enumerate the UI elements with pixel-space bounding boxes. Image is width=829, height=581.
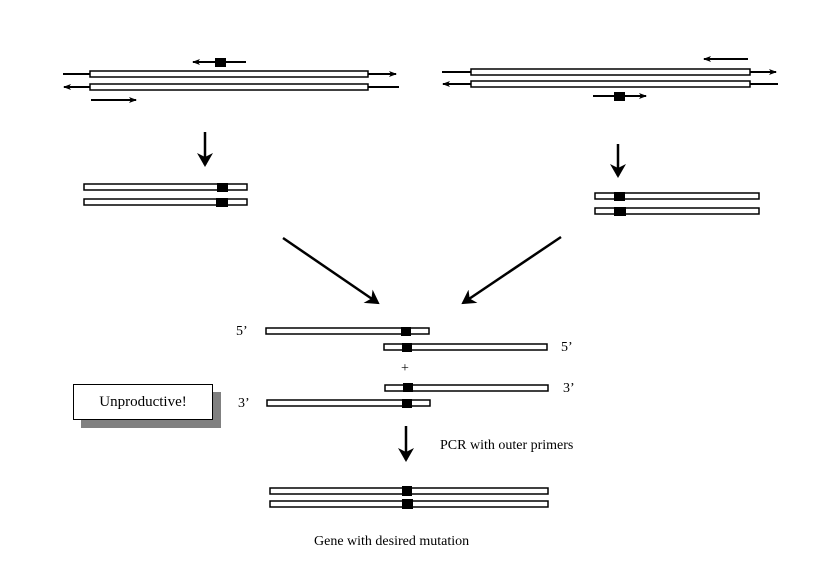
mutation-marker (215, 58, 226, 67)
converge-arrow-left (282, 236, 380, 305)
mutation-marker (402, 399, 412, 408)
annealed-strands: 5’ 5’ + 3’ 3’ (236, 324, 575, 411)
mutation-marker (614, 92, 625, 101)
strand (83, 183, 248, 191)
pcr-step-label: PCR with outer primers (440, 438, 573, 453)
mutation-marker (402, 499, 413, 509)
mutation-marker (402, 343, 412, 352)
three-prime-label-right: 3’ (563, 381, 575, 396)
unproductive-callout: Unproductive! (73, 384, 213, 420)
right-template-strand-top (470, 68, 751, 76)
five-prime-label-right: 5’ (561, 340, 573, 355)
strand (594, 207, 760, 215)
final-product (269, 486, 549, 509)
strand (265, 327, 430, 335)
mutation-marker (614, 192, 625, 201)
right-pcr-product (594, 192, 760, 216)
left-template-strand-top (89, 70, 369, 78)
mutation-marker (402, 486, 412, 496)
plus-sign: + (401, 361, 409, 376)
mutation-marker (217, 183, 228, 192)
unproductive-label: Unproductive! (99, 393, 187, 410)
mutation-marker (614, 207, 626, 216)
left-template-strand-bottom (89, 83, 369, 91)
mutation-marker (216, 198, 228, 207)
strand (266, 399, 431, 407)
result-label: Gene with desired mutation (314, 534, 469, 549)
mutation-marker (403, 383, 413, 392)
strand (83, 198, 248, 206)
strand (594, 192, 760, 200)
strand (383, 343, 548, 351)
three-prime-label-left: 3’ (238, 396, 250, 411)
mutation-marker (401, 327, 411, 336)
right-template-strand-bottom (470, 80, 751, 88)
five-prime-label-top: 5’ (236, 324, 248, 339)
strand (384, 384, 549, 392)
converge-arrow-right (461, 235, 562, 305)
left-pcr-product (83, 183, 248, 207)
right-template (442, 56, 778, 101)
left-template (63, 58, 399, 103)
